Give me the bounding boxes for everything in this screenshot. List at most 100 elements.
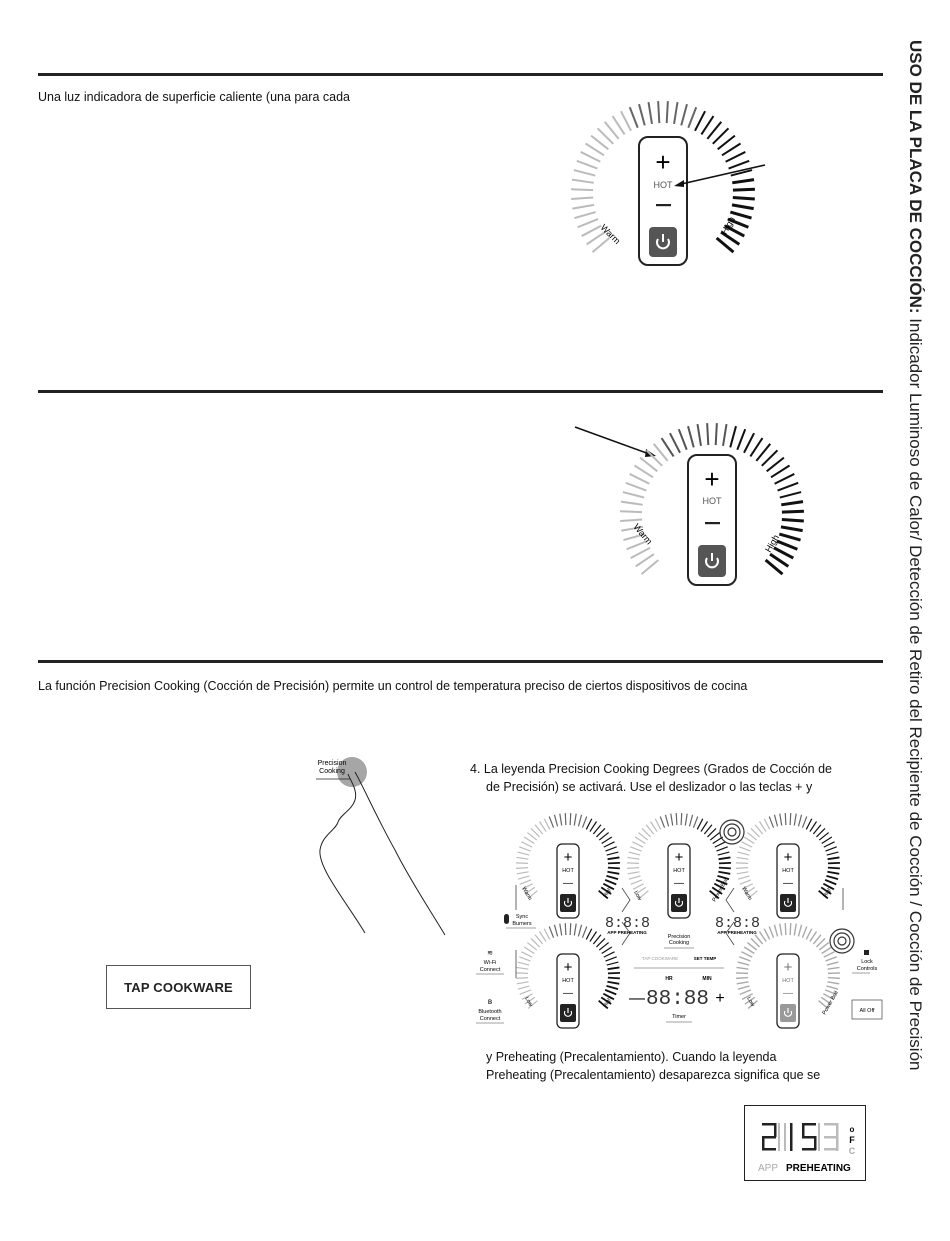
heat-tick xyxy=(603,121,620,140)
timer-label: Timer xyxy=(672,1014,686,1020)
step4-line2: de Precisión) se activará. Use el desliz… xyxy=(486,780,813,794)
heat-tick xyxy=(577,218,599,229)
heat-tick xyxy=(606,875,619,881)
heat-tick xyxy=(750,828,760,838)
heat-tick xyxy=(741,883,753,890)
heat-tick xyxy=(825,846,837,852)
heat-tick xyxy=(718,866,731,870)
inactive-segments xyxy=(778,1123,839,1151)
heat-tick xyxy=(519,846,531,852)
bluetooth-label-1: Bluetooth xyxy=(478,1009,501,1015)
heat-tick xyxy=(669,432,681,454)
heat-tick xyxy=(607,870,620,875)
heat-tick xyxy=(779,923,783,936)
heat-tick xyxy=(548,816,555,828)
heat-tick xyxy=(750,937,761,948)
heat-tick xyxy=(731,203,754,211)
heat-tick xyxy=(664,814,670,827)
heat-tick xyxy=(564,813,567,826)
heat-tick xyxy=(580,151,601,163)
heat-tick xyxy=(707,828,717,838)
heat-tick xyxy=(526,832,538,841)
heat-tick xyxy=(574,211,596,220)
heat-tick xyxy=(606,985,619,991)
heat-tick xyxy=(589,821,598,832)
minus-icon: — xyxy=(674,878,684,889)
heat-tick xyxy=(736,866,749,869)
heat-arc xyxy=(736,923,840,1009)
knob-diagram-2: + HOT Warm High xyxy=(574,423,804,586)
heat-tick xyxy=(801,926,808,938)
plus-icon: + xyxy=(784,959,793,976)
heat-tick xyxy=(569,923,572,936)
tap-cookware-button[interactable]: TAP COOKWARE xyxy=(106,965,251,1009)
heat-tick xyxy=(827,870,840,875)
heat-tick xyxy=(517,961,530,966)
low-label: Low xyxy=(632,890,642,902)
minus-icon xyxy=(705,522,720,525)
heat-tick xyxy=(573,923,577,936)
heat-tick xyxy=(736,966,749,970)
precision-cooking-label-1: Precision xyxy=(668,934,691,940)
set-temp-label: SET TEMP xyxy=(694,956,717,961)
knob-diagram-1: + HOT Warm High xyxy=(571,101,766,266)
heat-tick xyxy=(729,210,752,220)
heat-tick xyxy=(640,559,660,575)
step4-line1: 4. La leyenda Precision Cooking Degrees … xyxy=(470,762,833,776)
plus-icon: + xyxy=(704,464,719,494)
heat-tick xyxy=(696,423,702,447)
high-label: High xyxy=(603,996,614,1009)
heat-tick xyxy=(573,813,577,826)
grouping-brackets xyxy=(515,885,844,978)
heat-tick xyxy=(773,546,795,560)
heat-arc-2 xyxy=(620,423,804,576)
heat-tick xyxy=(827,976,840,980)
heat-tick xyxy=(633,464,654,479)
heat-tick xyxy=(602,882,615,891)
section-divider-2 xyxy=(38,390,883,393)
heat-tick xyxy=(573,169,596,177)
heat-tick xyxy=(729,425,737,448)
precision-cooking-label-2: Cooking xyxy=(669,940,689,946)
heat-tick xyxy=(516,856,529,860)
heat-tick xyxy=(736,981,749,985)
heat-tick xyxy=(827,966,840,970)
heat-tick xyxy=(816,828,826,838)
heat-tick xyxy=(571,196,594,200)
heat-tick xyxy=(527,1000,538,1009)
warm-label: Warm xyxy=(520,886,533,902)
heat-tick xyxy=(722,423,728,447)
heat-tick xyxy=(625,481,647,492)
heat-tick xyxy=(600,886,612,895)
precision-label-line2: Cooking xyxy=(319,768,345,775)
heat-tick xyxy=(826,851,839,856)
heat-tick xyxy=(781,518,804,523)
heat-tick xyxy=(607,866,620,870)
pointer-arrow xyxy=(574,426,653,456)
heat-tick xyxy=(602,992,615,1001)
heat-tick xyxy=(606,961,619,966)
heat-tick xyxy=(680,103,688,126)
warm-label: Warm xyxy=(740,886,753,902)
heat-tick xyxy=(607,976,620,980)
heat-tick xyxy=(826,875,839,881)
precision-label-line1: Precision xyxy=(318,760,347,767)
heat-tick xyxy=(739,879,752,885)
left-segment-display: 8:8:8 xyxy=(605,915,650,932)
heat-tick xyxy=(773,924,779,937)
hot-label: HOT xyxy=(562,978,574,984)
heat-tick xyxy=(516,981,529,985)
hot-label: HOT xyxy=(782,868,794,874)
heat-tick xyxy=(825,956,837,962)
heat-tick xyxy=(519,879,532,885)
heat-tick xyxy=(628,851,641,856)
heat-tick xyxy=(781,500,804,507)
heat-tick xyxy=(611,115,626,136)
bluetooth-label-2: Connect xyxy=(480,1016,501,1022)
heat-tick xyxy=(596,127,614,145)
heat-tick xyxy=(521,993,533,1000)
heat-tick xyxy=(632,841,644,848)
section1-text: Una luz indicadora de superficie calient… xyxy=(38,90,350,104)
heat-tick xyxy=(605,956,617,962)
hot-label: HOT xyxy=(703,496,723,506)
